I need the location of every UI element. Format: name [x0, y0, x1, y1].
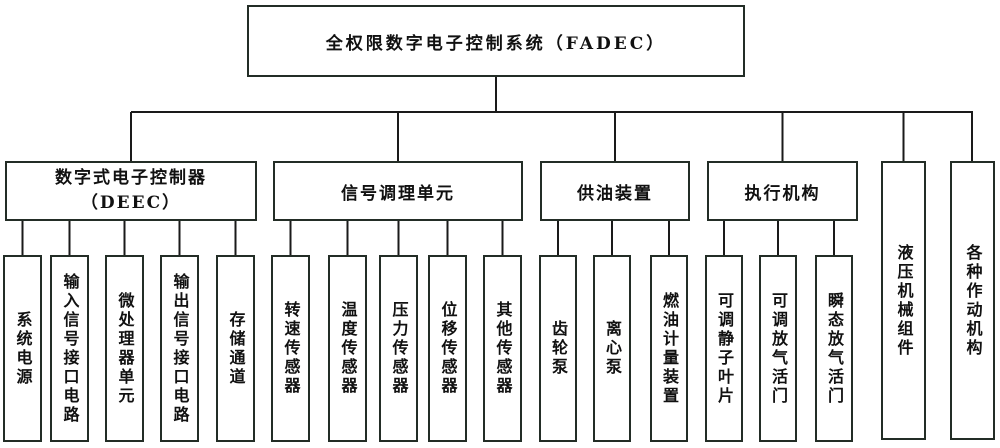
node-label: 微处理器单元	[115, 291, 135, 406]
node-label: 输入信号接口电路	[60, 272, 80, 425]
node-label: 系统电源	[13, 310, 33, 387]
node-other-sensors: 其他传感器	[483, 255, 522, 442]
node-label: 离心泵	[603, 320, 622, 377]
node-label: 供油装置	[577, 183, 653, 204]
node-fuel-metering-device: 燃油计量装置	[650, 255, 688, 442]
node-label: 位移传感器	[438, 301, 458, 396]
node-label-line1: 数字式电子控制器	[55, 168, 207, 189]
node-variable-bleed-valve: 可调放气活门	[759, 255, 797, 442]
node-system-power: 系统电源	[3, 255, 42, 442]
node-gear-pump: 齿轮泵	[539, 255, 577, 442]
node-hydraulic-mechanical-assembly: 液压机械组件	[881, 161, 926, 440]
node-label: 存储通道	[226, 310, 246, 387]
node-speed-sensor: 转速传感器	[271, 255, 310, 442]
node-label: 各种作动机构	[963, 243, 983, 358]
node-label: 输出信号接口电路	[170, 272, 190, 425]
node-transient-bleed-valve: 瞬态放气活门	[815, 255, 853, 442]
node-microprocessor-unit: 微处理器单元	[105, 255, 144, 442]
node-fadec-root: 全权限数字电子控制系统（FADEC）	[247, 5, 745, 77]
node-label: 温度传感器	[338, 301, 358, 396]
node-centrifugal-pump: 离心泵	[593, 255, 631, 442]
node-variable-stator-vanes: 可调静子叶片	[705, 255, 743, 442]
node-displacement-sensor: 位移传感器	[428, 255, 467, 442]
node-label: 全权限数字电子控制系统（FADEC）	[325, 33, 667, 54]
node-output-signal-interface-circuit: 输出信号接口电路	[160, 255, 199, 442]
node-label: 压力传感器	[389, 301, 409, 396]
node-label: 可调静子叶片	[715, 291, 734, 406]
node-label: 转速传感器	[281, 301, 301, 396]
node-label: 信号调理单元	[341, 183, 455, 204]
node-fuel-supply-device: 供油装置	[540, 161, 690, 221]
node-storage-channel: 存储通道	[216, 255, 255, 442]
node-pressure-sensor: 压力传感器	[379, 255, 418, 442]
node-deec: 数字式电子控制器 （DEEC）	[5, 161, 257, 221]
node-various-actuating-mechanisms: 各种作动机构	[950, 161, 995, 440]
node-actuator: 执行机构	[707, 161, 858, 221]
node-label-line2: （DEEC）	[80, 193, 182, 213]
node-temperature-sensor: 温度传感器	[328, 255, 367, 442]
node-label: 齿轮泵	[549, 320, 568, 377]
node-input-signal-interface-circuit: 输入信号接口电路	[50, 255, 89, 442]
node-label-group: 数字式电子控制器 （DEEC）	[55, 166, 207, 215]
node-label: 其他传感器	[493, 301, 513, 396]
node-label: 液压机械组件	[894, 243, 914, 358]
node-signal-conditioning-unit: 信号调理单元	[273, 161, 523, 221]
node-label: 燃油计量装置	[660, 291, 679, 406]
node-label: 执行机构	[744, 183, 821, 204]
node-label: 可调放气活门	[769, 291, 788, 406]
node-label: 瞬态放气活门	[825, 291, 844, 406]
